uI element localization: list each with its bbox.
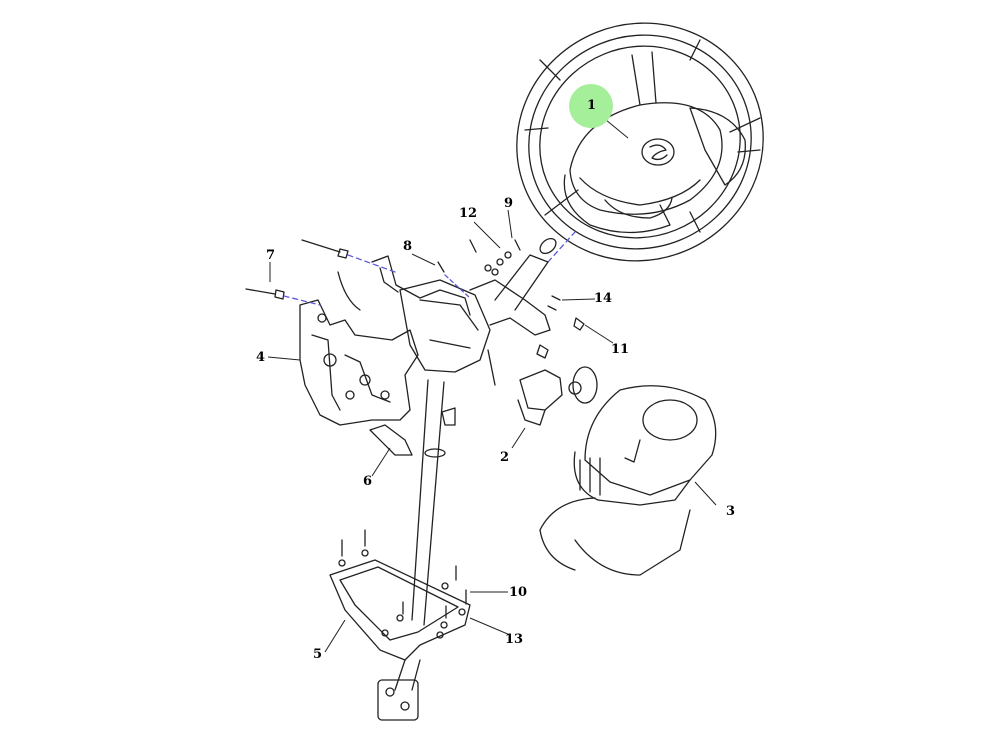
callout-5[interactable]: 5 xyxy=(313,647,323,662)
callout-14[interactable]: 14 xyxy=(594,291,613,306)
callout-9[interactable]: 9 xyxy=(504,196,514,211)
intermediate-shaft xyxy=(377,379,446,721)
steering-wheel xyxy=(516,22,764,263)
callout-7[interactable]: 7 xyxy=(266,248,276,263)
callout-13[interactable]: 13 xyxy=(505,632,524,647)
callout-1[interactable]: 1 xyxy=(587,98,597,113)
column-shroud xyxy=(539,385,717,576)
leader-lines xyxy=(267,114,717,653)
callout-6[interactable]: 6 xyxy=(363,474,373,489)
callout-1-highlight xyxy=(569,84,613,128)
callout-2[interactable]: 2 xyxy=(500,450,510,465)
callout-10[interactable]: 10 xyxy=(509,585,528,600)
callout-12[interactable]: 12 xyxy=(459,206,478,221)
callout-8[interactable]: 8 xyxy=(403,239,413,254)
callout-11[interactable]: 11 xyxy=(611,342,630,357)
ignition-switch xyxy=(517,344,598,426)
column-bracket-assembly xyxy=(245,237,585,456)
mounting-plate xyxy=(329,529,471,661)
callout-3[interactable]: 3 xyxy=(726,504,736,519)
callout-4[interactable]: 4 xyxy=(256,350,266,365)
